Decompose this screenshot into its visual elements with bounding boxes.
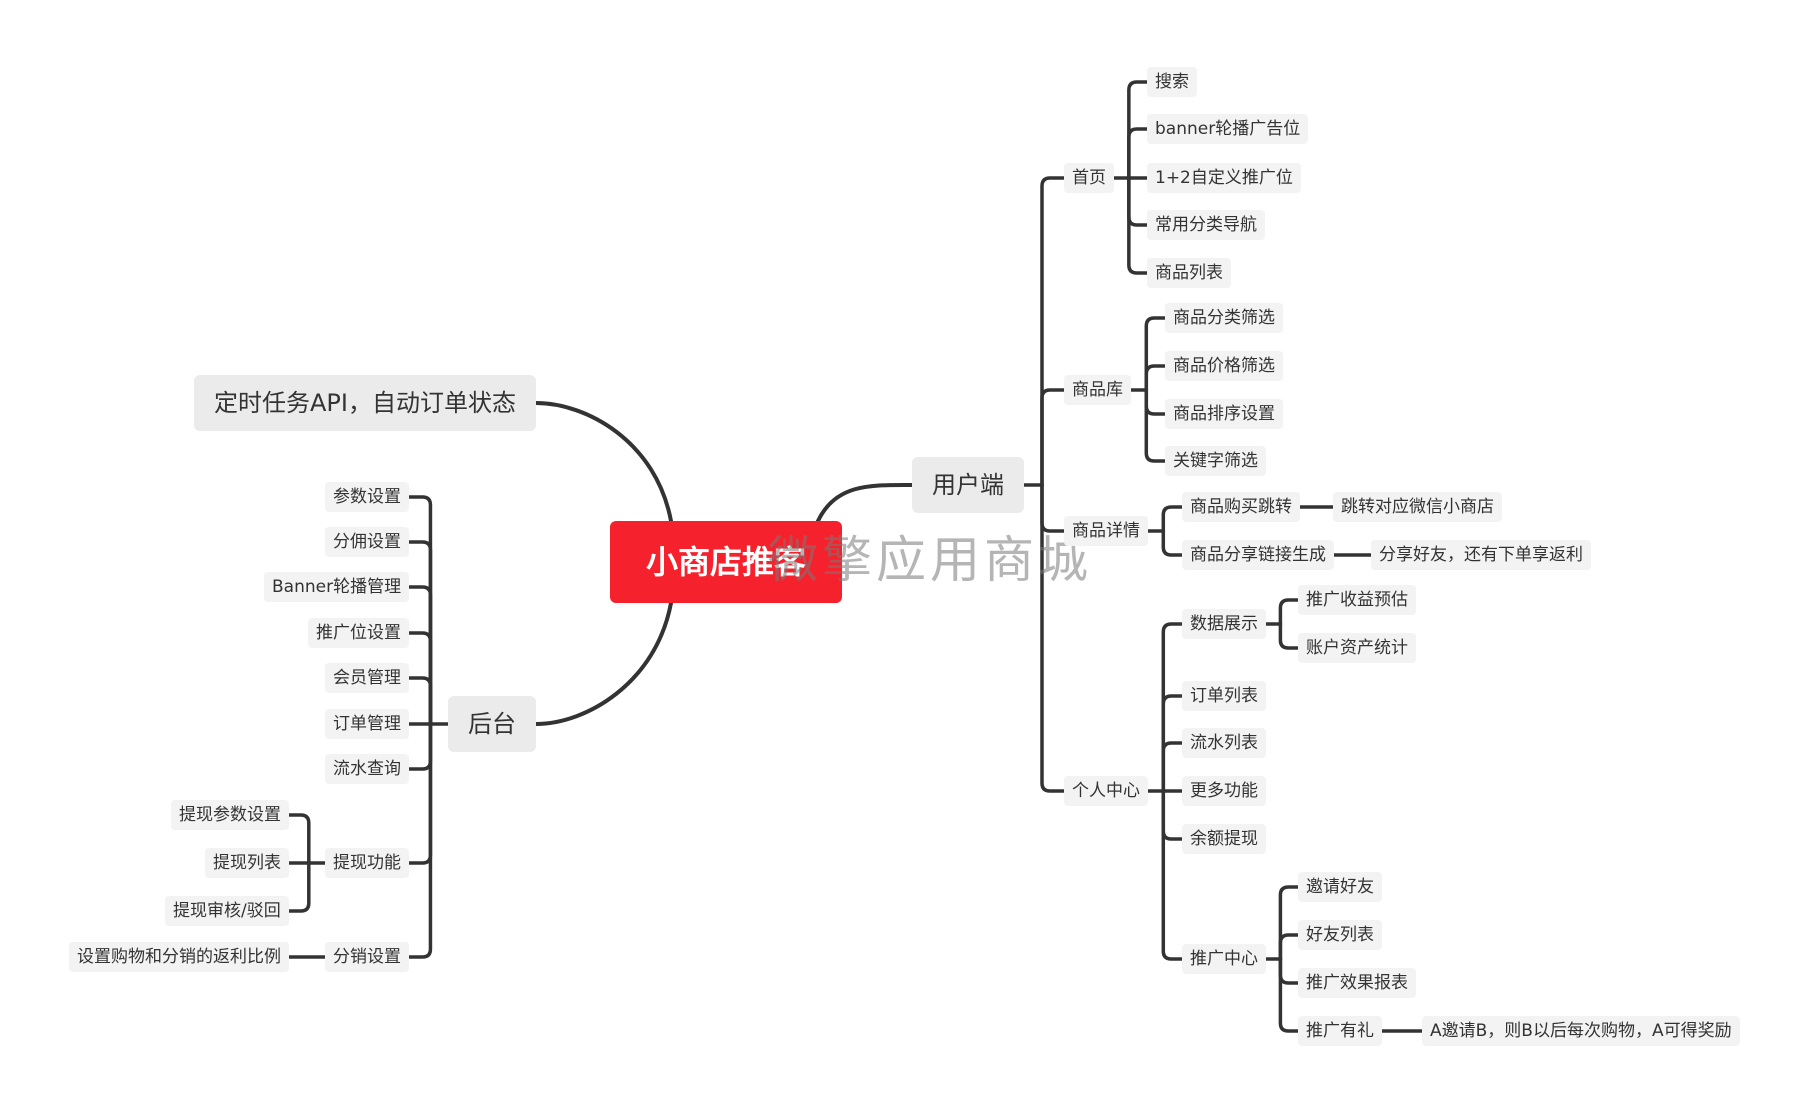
link-admin-branch — [407, 540, 433, 726]
link-admin-branch — [407, 722, 433, 959]
link-center-branch — [1161, 789, 1184, 961]
node-home-item[interactable]: 商品列表 — [1147, 258, 1231, 288]
node-promo-gift-note[interactable]: A邀请B，则B以后每次购物，A可得奖励 — [1422, 1016, 1740, 1046]
link-admin-branch — [407, 722, 433, 865]
node-share-link-note[interactable]: 分享好友，还有下单享返利 — [1371, 540, 1591, 570]
node-distribution-note[interactable]: 设置购物和分销的返利比例 — [69, 942, 289, 972]
link-library-branch — [1144, 316, 1167, 392]
node-data-item[interactable]: 账户资产统计 — [1298, 633, 1416, 663]
node-center-item[interactable]: 订单列表 — [1182, 681, 1266, 711]
node-admin[interactable]: 后台 — [448, 696, 536, 752]
node-timer-api[interactable]: 定时任务API，自动订单状态 — [194, 375, 536, 431]
node-center-item[interactable]: 更多功能 — [1182, 776, 1266, 806]
link-center-branch — [1161, 622, 1184, 793]
link-root-user — [816, 482, 914, 523]
link-home-branch — [1127, 127, 1149, 180]
link-admin-branch — [407, 631, 433, 726]
node-promo-gift[interactable]: 推广有礼 — [1298, 1016, 1382, 1046]
node-promo-item[interactable]: 好友列表 — [1298, 920, 1382, 950]
watermark: 微擎应用商城 — [768, 531, 1092, 589]
node-buy-redirect-note[interactable]: 跳转对应微信小商店 — [1333, 492, 1502, 522]
link-detail-branch — [1161, 529, 1184, 557]
node-promo-item[interactable]: 推广效果报表 — [1298, 968, 1416, 998]
node-promo-item[interactable]: 邀请好友 — [1298, 872, 1382, 902]
node-admin-item[interactable]: 流水查询 — [325, 754, 409, 784]
node-data-display[interactable]: 数据展示 — [1182, 609, 1266, 639]
link-home-branch — [1127, 176, 1149, 227]
link-data-branch — [1278, 598, 1300, 626]
link-admin-branch — [407, 722, 433, 771]
link-detail-branch — [1161, 505, 1184, 533]
node-home-item[interactable]: 搜索 — [1147, 67, 1197, 97]
node-personal-center[interactable]: 个人中心 — [1064, 776, 1148, 806]
link-promo-branch — [1278, 885, 1300, 961]
link-admin-branch — [407, 585, 433, 726]
node-library-item[interactable]: 商品排序设置 — [1165, 399, 1283, 429]
link-withdraw-branch — [287, 861, 311, 913]
link-admin-branch — [407, 495, 433, 726]
node-admin-item[interactable]: 推广位设置 — [308, 618, 409, 648]
link-library-branch — [1144, 388, 1167, 463]
link-library-branch — [1144, 388, 1167, 416]
node-admin-item[interactable]: 分佣设置 — [325, 527, 409, 557]
node-home-item[interactable]: 常用分类导航 — [1147, 210, 1265, 240]
link-root-timer — [534, 401, 673, 523]
node-library-item[interactable]: 商品分类筛选 — [1165, 303, 1283, 333]
link-home-branch — [1127, 176, 1149, 275]
link-user-branch — [1040, 388, 1066, 487]
link-promo-branch — [1278, 957, 1300, 985]
link-promo-branch — [1278, 933, 1300, 961]
node-admin-item[interactable]: 参数设置 — [325, 482, 409, 512]
node-product-library[interactable]: 商品库 — [1064, 375, 1131, 405]
link-user-branch — [1040, 483, 1066, 793]
node-withdraw[interactable]: 提现功能 — [325, 848, 409, 878]
link-center-branch — [1161, 789, 1184, 841]
link-library-branch — [1144, 364, 1167, 392]
node-data-item[interactable]: 推广收益预估 — [1298, 585, 1416, 615]
node-distribution[interactable]: 分销设置 — [325, 942, 409, 972]
link-promo-branch — [1278, 957, 1300, 1033]
node-library-item[interactable]: 关键字筛选 — [1165, 446, 1266, 476]
node-withdraw-item[interactable]: 提现审核/驳回 — [165, 896, 289, 926]
node-user-side[interactable]: 用户端 — [912, 457, 1024, 513]
link-home-branch — [1127, 80, 1149, 180]
node-admin-item[interactable]: Banner轮播管理 — [264, 572, 410, 602]
node-withdraw-item[interactable]: 提现列表 — [205, 848, 289, 878]
link-user-branch — [1040, 176, 1066, 487]
link-admin-branch — [407, 676, 433, 726]
node-buy-redirect[interactable]: 商品购买跳转 — [1182, 492, 1300, 522]
link-center-branch — [1161, 741, 1184, 793]
node-product-detail[interactable]: 商品详情 — [1064, 516, 1148, 546]
node-library-item[interactable]: 商品价格筛选 — [1165, 351, 1283, 381]
node-center-item[interactable]: 余额提现 — [1182, 824, 1266, 854]
link-root-admin — [534, 601, 673, 726]
node-center-item[interactable]: 流水列表 — [1182, 728, 1266, 758]
root-node[interactable]: 小商店推客 — [610, 521, 843, 603]
link-center-branch — [1161, 694, 1184, 793]
node-home-item[interactable]: 1+2自定义推广位 — [1147, 163, 1301, 193]
node-admin-item[interactable]: 会员管理 — [325, 663, 409, 693]
link-data-branch — [1278, 622, 1300, 650]
node-share-link[interactable]: 商品分享链接生成 — [1182, 540, 1334, 570]
node-home[interactable]: 首页 — [1064, 163, 1114, 193]
node-withdraw-item[interactable]: 提现参数设置 — [171, 800, 289, 830]
node-promo-center[interactable]: 推广中心 — [1182, 944, 1266, 974]
node-home-item[interactable]: banner轮播广告位 — [1147, 114, 1309, 144]
link-withdraw-branch — [287, 813, 311, 865]
node-admin-item[interactable]: 订单管理 — [325, 709, 409, 739]
